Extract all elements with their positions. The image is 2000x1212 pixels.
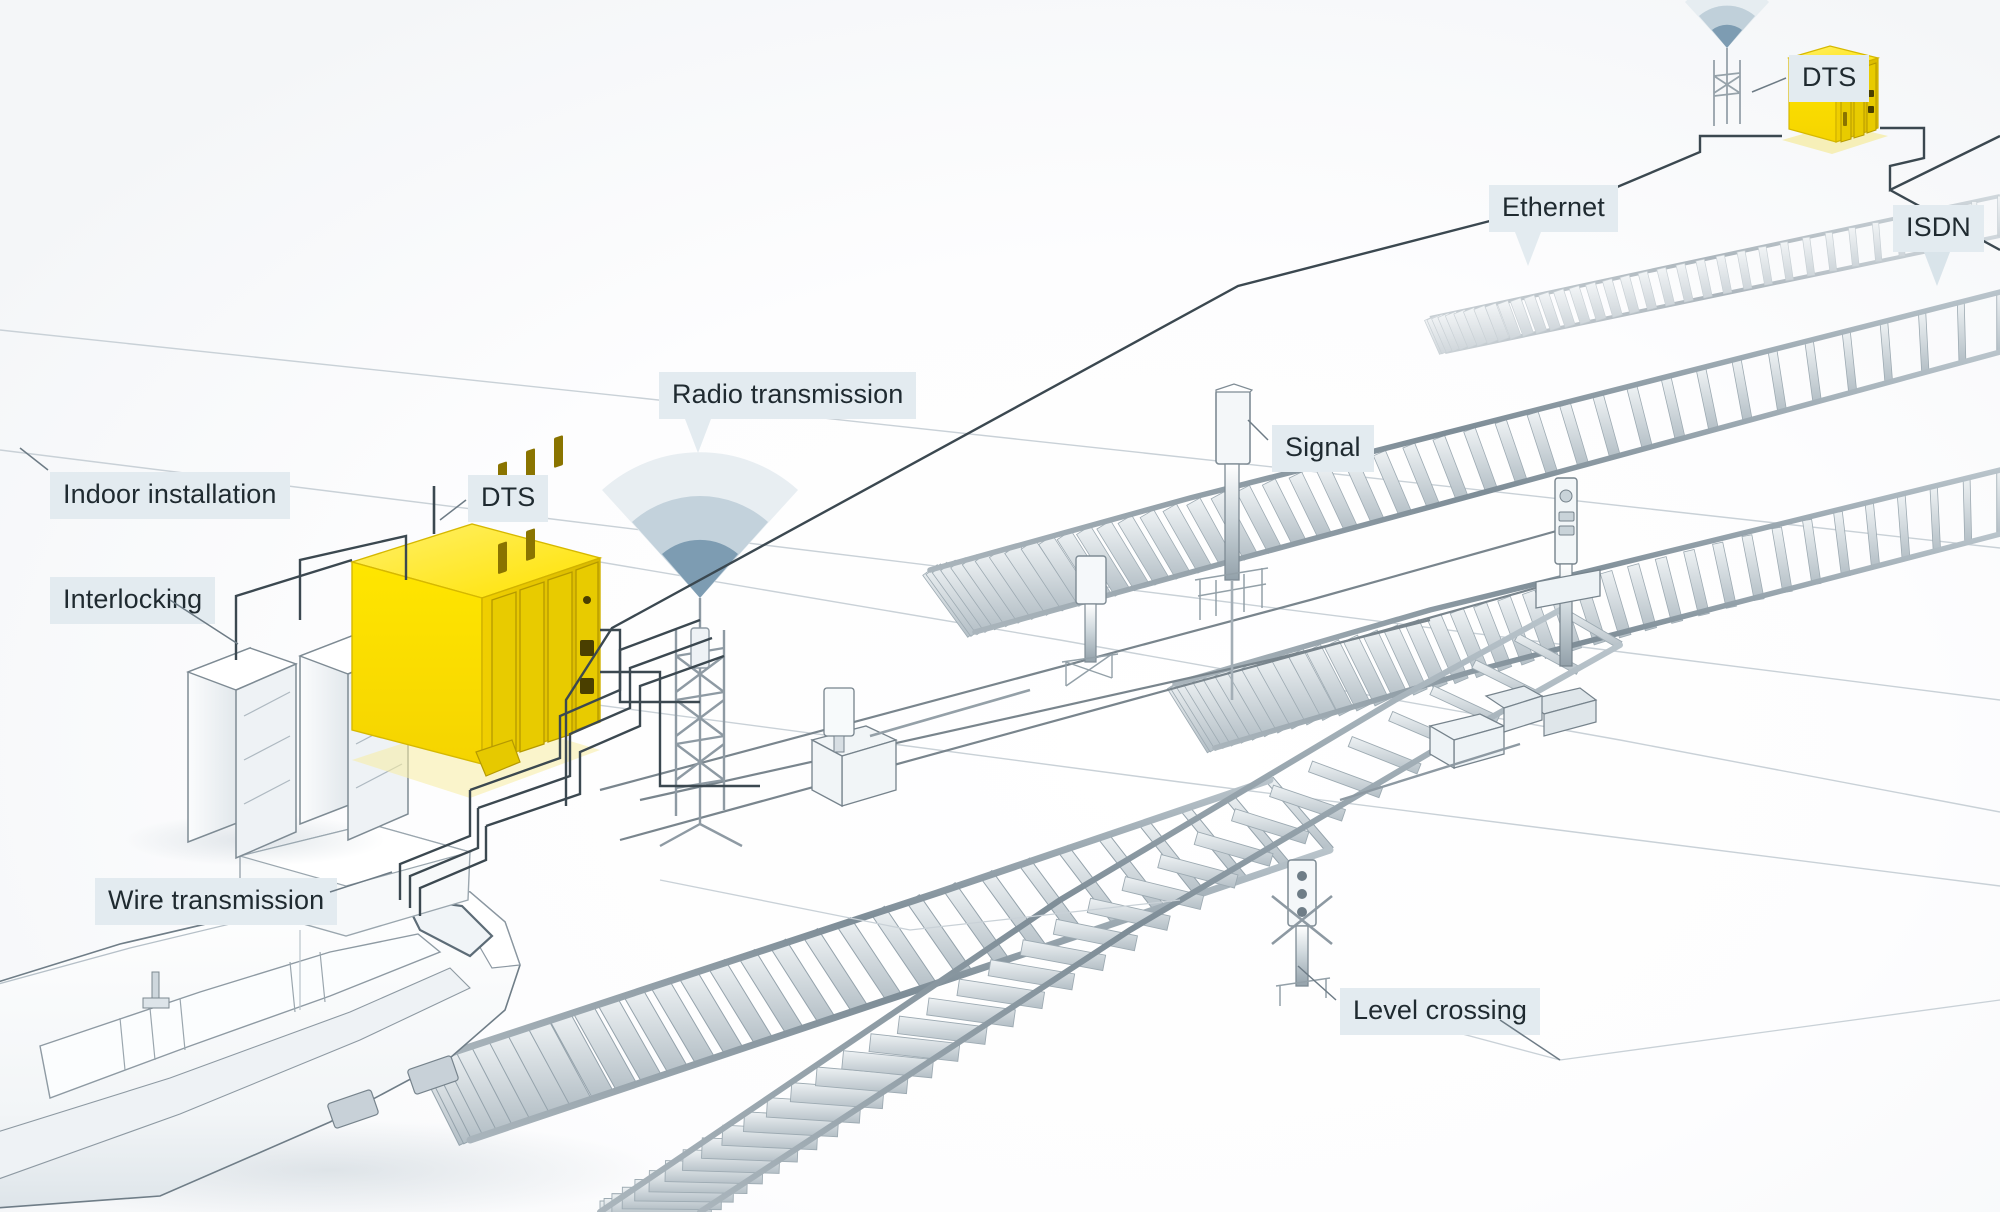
train-roof-antenna	[142, 971, 170, 1009]
label-wire-transmission[interactable]: Wire transmission	[95, 878, 338, 925]
conn-wire-b	[477, 636, 713, 810]
radio-wave-icon	[602, 452, 798, 598]
label-signal[interactable]: Signal	[1272, 425, 1374, 472]
radio-wave-icon-remote	[1685, 0, 1769, 48]
conn-wire-a	[469, 618, 701, 792]
conn-ethernet-line	[564, 134, 1782, 806]
conn-interlock-line	[298, 534, 408, 620]
label-interlocking[interactable]: Interlocking	[50, 577, 216, 624]
label-dts-local[interactable]: DTS	[468, 475, 549, 522]
label-indoor-installation[interactable]: Indoor installation	[50, 472, 290, 519]
label-isdn[interactable]: ISDN	[1893, 205, 1984, 286]
radio-mast-local	[602, 452, 798, 848]
signal-secondary	[1061, 555, 1119, 687]
trackside-cabinet	[810, 687, 1031, 808]
connection-lines	[234, 126, 2000, 916]
conn-wire-down-a	[398, 790, 472, 900]
signal-mast	[1194, 383, 1269, 700]
level-crossing-barrier	[1271, 859, 1333, 1006]
conn-wire-down-c	[418, 826, 488, 916]
label-level-crossing[interactable]: Level crossing	[1340, 988, 1540, 1035]
conn-wire-c	[485, 654, 725, 828]
conn-isdn-line	[1880, 126, 2000, 192]
label-ethernet[interactable]: Ethernet	[1489, 185, 1618, 266]
track-main	[922, 289, 2000, 638]
label-radio-transmission[interactable]: Radio transmission	[659, 372, 917, 453]
radio-mast-remote	[1685, 0, 1769, 126]
conn-wire-down-b	[408, 808, 480, 908]
label-dts-remote[interactable]: DTS	[1789, 55, 1870, 102]
point-machine	[1339, 685, 1544, 802]
track-branch	[597, 606, 1623, 1212]
